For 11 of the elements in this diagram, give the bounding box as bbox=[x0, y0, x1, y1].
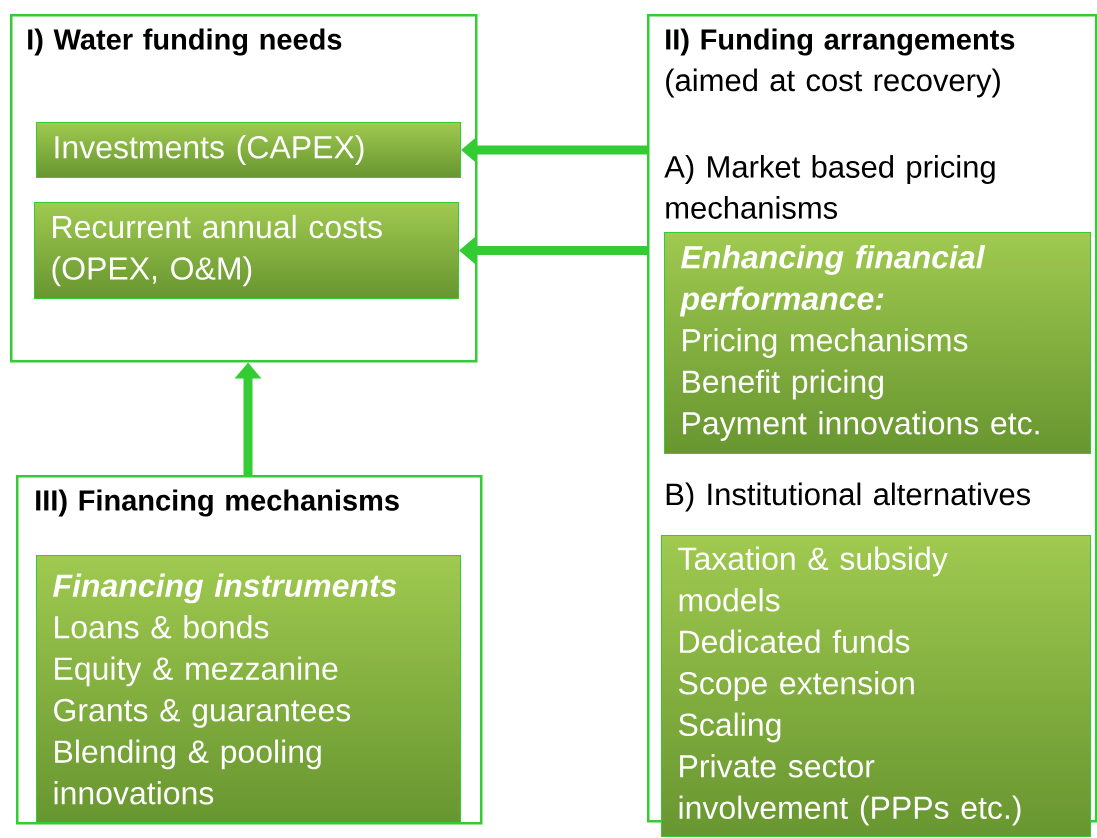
panel-heading: II) Funding arrangements bbox=[666, 28, 1015, 56]
text-box: Recurrent annual costs (OPEX, O&M) bbox=[34, 202, 459, 299]
heading-text: A) Market based pricing mechanisms bbox=[664, 155, 995, 219]
text-box: Investments (CAPEX) bbox=[36, 122, 461, 178]
text-box: Enhancing financial performance: Pricing mechanisms Benefit pricing Payment innovations etc. bbox=[664, 232, 1091, 454]
text-box: Taxation & subsidy models Dedicated funds Scope extension Scaling Private sector involvement (PPPs etc.) bbox=[661, 535, 1091, 837]
heading-text: (aimed at cost recovery) bbox=[666, 68, 1000, 98]
heading-text: B) Institutional alternatives bbox=[666, 482, 1031, 512]
panel-heading: III) Financing mechanisms bbox=[36, 489, 399, 517]
text-box: Financing instruments Loans & bonds Equity & mezzanine Grants & guarantees Blending & pooling innovations bbox=[36, 555, 461, 823]
panel-heading: I) Water funding needs bbox=[28, 28, 342, 56]
